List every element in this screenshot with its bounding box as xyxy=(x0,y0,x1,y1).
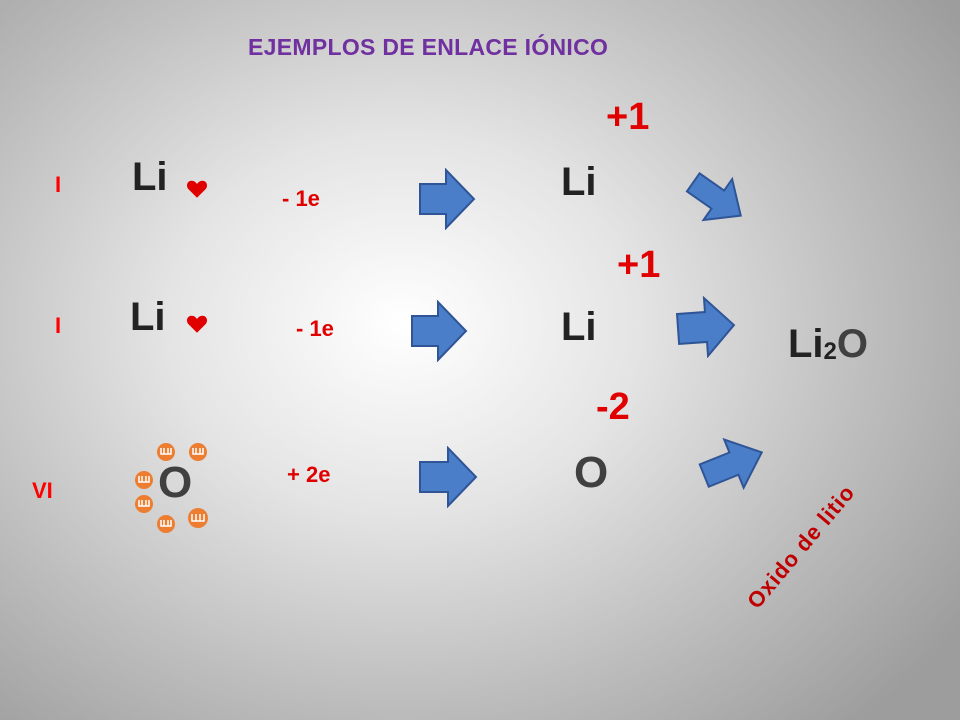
product-subscript: 2 xyxy=(823,338,837,365)
slide-title: EJEMPLOS DE ENLACE IÓNICO xyxy=(248,34,609,60)
ion-symbol-row2: Li xyxy=(561,305,597,349)
block-arrow-icon xyxy=(685,171,742,222)
electron-change-row3: + 2e xyxy=(287,462,331,487)
block-arrow-icon xyxy=(676,296,736,358)
heart-icon xyxy=(187,315,207,333)
heart-icon xyxy=(187,180,207,198)
product-name: Oxido de litio xyxy=(742,479,860,614)
ion-charge-row2: +1 xyxy=(617,244,661,286)
ion-symbol-row1: Li xyxy=(561,160,597,204)
product-formula: Li2O xyxy=(788,322,868,367)
block-arrow-icon xyxy=(698,437,764,491)
group-number-row2: I xyxy=(55,313,62,338)
group-number-row1: I xyxy=(55,172,62,197)
product-element1: Li xyxy=(788,322,824,366)
block-arrow-icon xyxy=(419,168,476,230)
block-arrow-icon xyxy=(411,300,468,362)
electron-change-row1: - 1e xyxy=(282,186,320,211)
block-arrow-icon xyxy=(419,446,478,508)
ion-charge-row3: -2 xyxy=(596,386,630,428)
group-number-row3: VI xyxy=(32,478,53,503)
product-element2: O xyxy=(836,322,869,366)
ion-charge-row1: +1 xyxy=(606,96,650,138)
element-symbol-row3: O xyxy=(158,458,193,507)
ion-symbol-row3: O xyxy=(574,448,609,497)
element-symbol-row1: Li xyxy=(132,155,168,199)
electron-icon-group xyxy=(135,443,208,533)
electron-change-row2: - 1e xyxy=(296,316,334,341)
element-symbol-row2: Li xyxy=(130,295,166,339)
electron-icon xyxy=(135,443,208,533)
